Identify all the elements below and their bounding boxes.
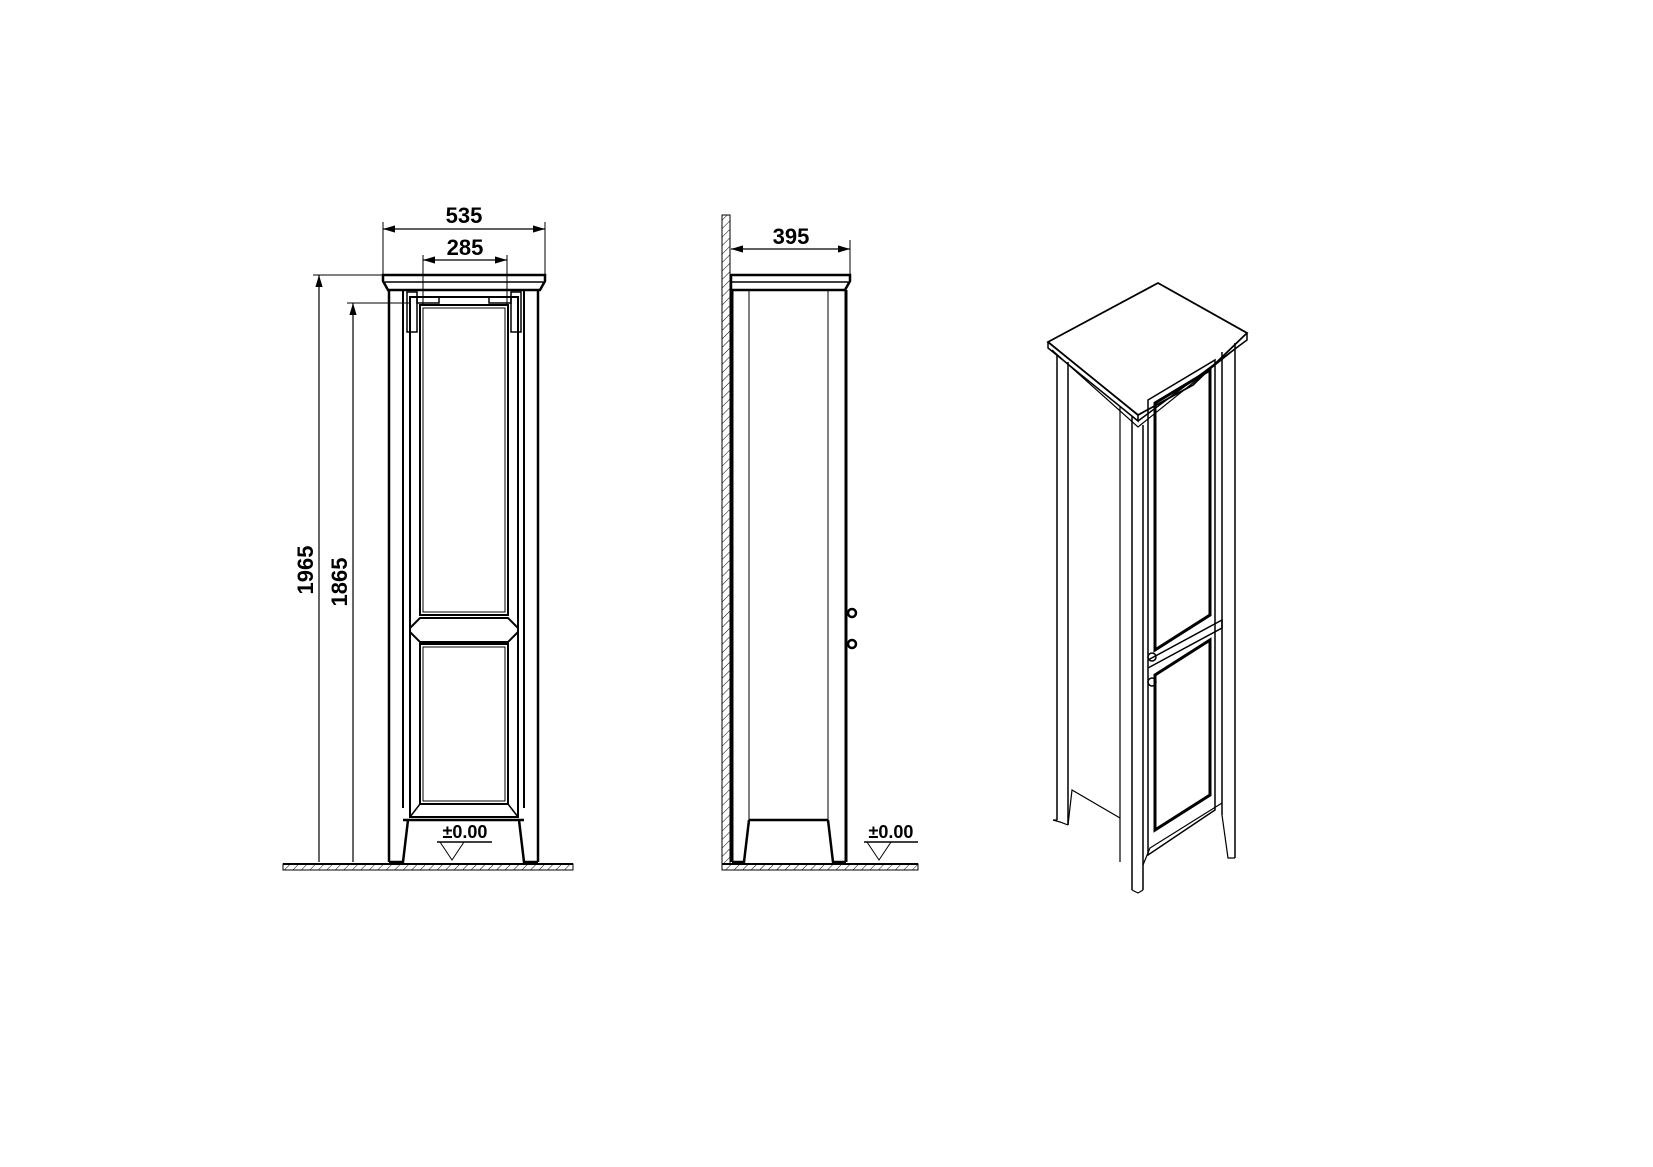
- dim-width-inner: 285: [447, 235, 484, 260]
- isometric-view: [1046, 281, 1249, 894]
- floor-level-label: ±0.00: [443, 822, 488, 842]
- upper-panel: [419, 304, 509, 616]
- iso-door: [1147, 358, 1216, 857]
- iso-top: [1046, 281, 1249, 417]
- knob-lower: [846, 638, 858, 650]
- dim-depth: 395: [773, 224, 810, 249]
- cabinet-top-side: [729, 273, 852, 292]
- iso-upper-panel: [1153, 367, 1212, 653]
- door: [409, 296, 519, 818]
- dim-height-overall: 1965: [293, 546, 318, 595]
- dim-height-body: 1865: [327, 558, 352, 607]
- side-view: 395 ±0.00: [721, 214, 919, 871]
- floor-level-label-side: ±0.00: [869, 822, 914, 842]
- knob-upper: [846, 607, 858, 619]
- hinge-left: [406, 291, 440, 333]
- hinge-right: [488, 291, 522, 333]
- wall-hatch: [721, 214, 731, 865]
- iso-knob-upper: [1147, 652, 1157, 662]
- iso-knob-lower: [1147, 677, 1157, 687]
- iso-lower-panel: [1153, 637, 1212, 833]
- lower-panel: [419, 643, 509, 805]
- front-view: 535 285 1965 1865 ±0.00: [282, 203, 574, 871]
- dim-width-overall: 535: [446, 203, 483, 228]
